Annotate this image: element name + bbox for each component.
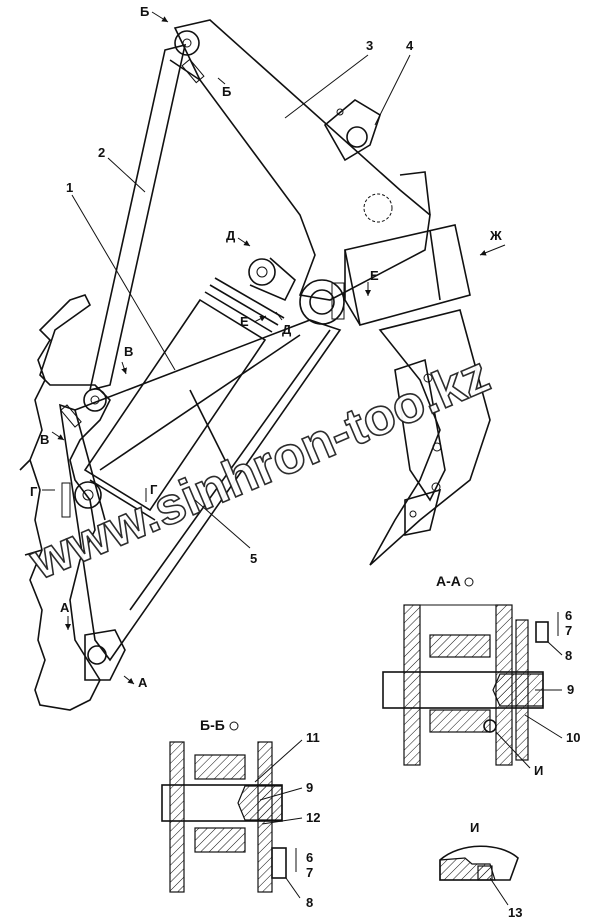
part-label-1: 1 <box>66 180 73 195</box>
part-label-5: 5 <box>250 551 257 566</box>
aa-callout-10: 10 <box>566 730 580 745</box>
mark-a-bottom: А <box>138 675 148 690</box>
ripper-shank <box>369 309 491 566</box>
mark-v-bottom: В <box>40 432 49 447</box>
bb-callout-8: 8 <box>306 895 313 910</box>
aa-callout-i: И <box>534 763 543 778</box>
aa-callout-8: 8 <box>565 648 572 663</box>
mark-v-top: В <box>124 344 133 359</box>
ripper-beam <box>169 19 431 301</box>
part-label-3: 3 <box>366 38 373 53</box>
part-callouts: 1 2 3 4 5 <box>66 38 414 566</box>
bb-callout-7: 7 <box>306 865 313 880</box>
detail-i-callout-13: 13 <box>508 905 522 920</box>
section-aa-title: А-А <box>436 573 461 589</box>
aa-callout-9: 9 <box>567 682 574 697</box>
mark-a-top: А <box>60 600 70 615</box>
shank-holder <box>331 171 471 326</box>
upper-link <box>83 30 200 412</box>
mark-d-top: Д <box>226 228 236 243</box>
detail-i: И 13 <box>439 820 522 920</box>
mark-e-right: Е <box>370 268 379 283</box>
tractor-frame <box>19 294 126 711</box>
mark-zh: Ж <box>489 228 502 243</box>
watermark: www.sinhron-too.kz <box>21 345 498 591</box>
bb-callout-12: 12 <box>306 810 320 825</box>
lower-frame <box>59 58 342 662</box>
hydraulic-cylinder <box>61 257 345 521</box>
mark-g-right: Г <box>150 482 158 497</box>
mark-d-bottom: Д <box>282 322 292 337</box>
part-label-4: 4 <box>406 38 414 53</box>
bb-callout-11: 11 <box>306 730 320 745</box>
mark-e-left: Е <box>240 314 249 329</box>
section-bb-title: Б-Б <box>200 717 225 733</box>
aa-callout-7: 7 <box>565 623 572 638</box>
part-label-2: 2 <box>98 145 105 160</box>
detail-i-title: И <box>470 820 479 835</box>
mark-b-bottom: Б <box>222 84 231 99</box>
bb-callout-9: 9 <box>306 780 313 795</box>
section-aa: А-А 6 7 8 9 10 И <box>382 573 580 778</box>
aa-callout-6: 6 <box>565 608 572 623</box>
section-bb: Б-Б 11 9 12 6 7 8 <box>161 717 320 910</box>
mark-g-left: Г <box>30 484 38 499</box>
bb-callout-6: 6 <box>306 850 313 865</box>
mark-b-top: Б <box>140 4 149 19</box>
section-marks: Б Б Д Е Д Е В В Г Г А А Ж <box>30 4 506 690</box>
